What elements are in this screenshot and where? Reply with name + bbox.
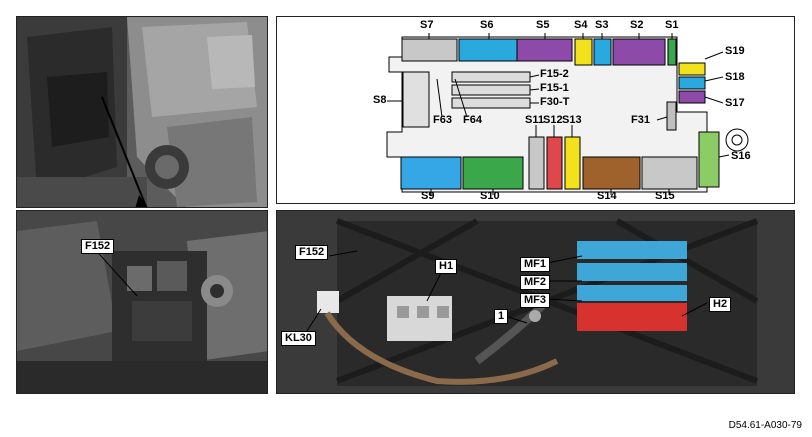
s1-label: S1 (665, 19, 679, 31)
s4-label: S4 (574, 19, 588, 31)
s13-label: S13 (562, 114, 582, 126)
f15-1-label: F15-1 (540, 82, 569, 94)
f152-callout: F152 (81, 239, 115, 254)
h1-callout: H1 (435, 259, 458, 274)
s9-label: S9 (421, 190, 435, 202)
vehicle-interior-drawing (17, 17, 267, 207)
mf1-callout: MF1 (520, 257, 550, 272)
f31-label: F31 (631, 114, 650, 126)
s8-label: S8 (373, 94, 387, 106)
f64-label: F64 (463, 114, 482, 126)
s16-label: S16 (731, 150, 751, 162)
s12-label: S12 (543, 114, 563, 126)
fuse-layout-diagram: S7 S6 S5 S4 S3 S2 S1 S19 S18 S17 S8 F63 … (276, 16, 795, 204)
item-1-callout: 1 (494, 309, 509, 324)
s7-label: S7 (420, 19, 434, 31)
s11-label: S11 (525, 114, 544, 126)
kl30-callout: KL30 (281, 331, 316, 346)
s10-label: S10 (480, 190, 500, 202)
fuse-box-closeup-photo: F152 H1 MF1 MF2 MF3 1 H2 KL30 (276, 210, 795, 394)
s3-label: S3 (595, 19, 609, 31)
f63-label: F63 (433, 114, 452, 126)
mf2-callout: MF2 (520, 275, 550, 290)
fuse-box-location-photo: F152 (16, 210, 268, 394)
document-code: D54.61-A030-79 (728, 420, 802, 431)
vehicle-interior-photo (16, 16, 268, 208)
f15-2-label: F15-2 (540, 68, 569, 80)
s14-label: S14 (597, 190, 617, 202)
s19-label: S19 (725, 45, 745, 57)
s2-label: S2 (630, 19, 644, 31)
s6-label: S6 (480, 19, 494, 31)
fuse-layout-drawing (386, 33, 749, 195)
f30-t-label: F30-T (540, 96, 570, 108)
s15-label: S15 (655, 190, 675, 202)
s17-label: S17 (725, 97, 745, 109)
s5-label: S5 (536, 19, 550, 31)
s18-label: S18 (725, 71, 745, 83)
mf3-callout: MF3 (520, 293, 550, 308)
h2-callout: H2 (709, 297, 732, 312)
fuse-box-location-drawing (17, 211, 267, 393)
f152-callout: F152 (295, 245, 329, 260)
